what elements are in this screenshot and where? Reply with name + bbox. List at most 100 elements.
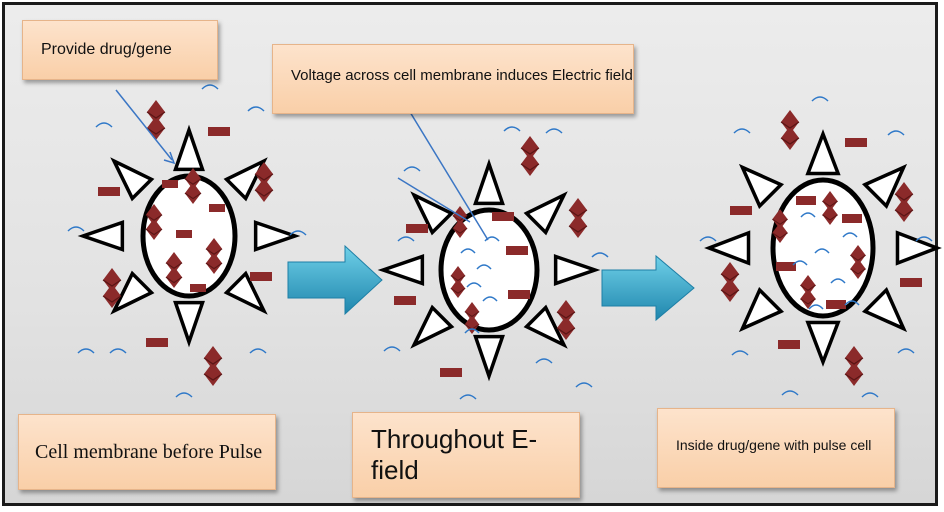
caption-inside-drug-text: Inside drug/gene with pulse cell (676, 437, 872, 453)
charge-bar (250, 272, 272, 281)
field-wave (842, 232, 858, 238)
pointer-arrowhead-provide (163, 151, 176, 165)
drug-gene-molecule (894, 182, 914, 222)
drug-gene-molecule (772, 209, 788, 243)
cell-3 (699, 96, 942, 398)
field-wave (811, 96, 829, 102)
field-wave (383, 346, 401, 352)
field-wave (484, 236, 500, 242)
field-wave (247, 106, 265, 112)
charge-bar (826, 300, 846, 309)
drug-gene-molecule (205, 238, 223, 274)
field-wave (800, 212, 816, 218)
membrane-spike (805, 320, 841, 367)
field-wave (535, 358, 553, 364)
membrane-spike (738, 286, 785, 333)
cell-1 (67, 84, 307, 398)
membrane-spike (473, 334, 505, 382)
charge-bar (845, 138, 867, 147)
drug-gene-molecule (822, 191, 838, 225)
membrane-spike (553, 254, 601, 286)
charge-bar (492, 212, 514, 221)
drug-gene-molecule (450, 266, 466, 298)
charge-bar (508, 290, 530, 299)
field-wave (808, 304, 824, 310)
field-wave (915, 236, 933, 242)
charge-bar (176, 230, 192, 238)
drug-gene-molecule (165, 252, 183, 288)
charge-bar (146, 338, 168, 347)
caption-inside-drug: Inside drug/gene with pulse cell (657, 408, 895, 488)
field-wave (289, 230, 307, 236)
charge-bar (796, 196, 816, 205)
field-wave (733, 128, 751, 134)
field-wave (545, 128, 563, 134)
field-wave (731, 350, 749, 356)
membrane-spike (223, 157, 268, 202)
field-wave (464, 328, 480, 334)
membrane-spike (410, 191, 455, 236)
charge-bar (842, 214, 862, 223)
membrane-spike (253, 220, 301, 252)
field-wave (397, 236, 415, 242)
field-wave (77, 348, 95, 354)
charge-bar (209, 204, 225, 212)
membrane-spike (223, 270, 268, 315)
drug-gene-molecule (145, 204, 163, 240)
callout-provide-drug: Provide drug/gene (22, 20, 218, 80)
membrane-spike (377, 254, 425, 286)
membrane-spike (110, 157, 155, 202)
field-wave (861, 392, 879, 398)
charge-bar (506, 246, 528, 255)
drug-gene-molecule (720, 262, 740, 302)
membrane-spike (861, 163, 908, 210)
membrane-spike (895, 230, 942, 266)
membrane-spike (704, 230, 751, 266)
field-wave (781, 390, 799, 396)
field-wave (109, 348, 127, 354)
drug-gene-molecule (568, 198, 588, 238)
drug-gene-molecule (520, 136, 540, 176)
charge-bar (730, 206, 752, 215)
membrane-spike (173, 300, 205, 348)
membrane-spike (410, 304, 455, 349)
drug-gene-molecule (102, 268, 122, 308)
charge-bar (778, 340, 800, 349)
field-wave (844, 300, 860, 306)
drug-gene-molecule (184, 168, 202, 204)
process-arrow-1 (287, 244, 383, 316)
callout-provide-drug-text: Provide drug/gene (41, 41, 172, 58)
drug-gene-molecule (203, 346, 223, 386)
field-wave (830, 278, 846, 284)
cell-2 (377, 126, 609, 400)
callout-voltage: Voltage across cell membrane induces Ele… (272, 44, 634, 114)
pointer-line-voltage-2 (397, 177, 471, 223)
field-wave (482, 296, 498, 302)
drug-gene-molecule (850, 245, 866, 279)
cell-membrane (438, 207, 540, 333)
membrane-spike (805, 129, 841, 176)
field-wave (476, 264, 492, 270)
membrane-spike (473, 158, 505, 206)
pointer-line-provide (115, 89, 173, 161)
field-wave (814, 248, 830, 254)
field-wave (699, 236, 717, 242)
field-wave (249, 348, 267, 354)
caption-before-pulse: Cell membrane before Pulse (18, 414, 276, 490)
charge-bar (190, 284, 206, 292)
drug-gene-molecule (146, 100, 166, 140)
field-wave (175, 392, 193, 398)
charge-bar (394, 296, 416, 305)
caption-throughout-efield-text: Throughout E-field (371, 424, 538, 485)
field-wave (591, 252, 609, 258)
charge-bar (440, 368, 462, 377)
caption-before-pulse-text: Cell membrane before Pulse (35, 440, 263, 463)
pointer-line-voltage-1 (409, 111, 489, 241)
charge-bar (900, 278, 922, 287)
field-wave (887, 130, 905, 136)
field-wave (575, 382, 593, 388)
drug-gene-molecule (780, 110, 800, 150)
charge-bar (208, 127, 230, 136)
